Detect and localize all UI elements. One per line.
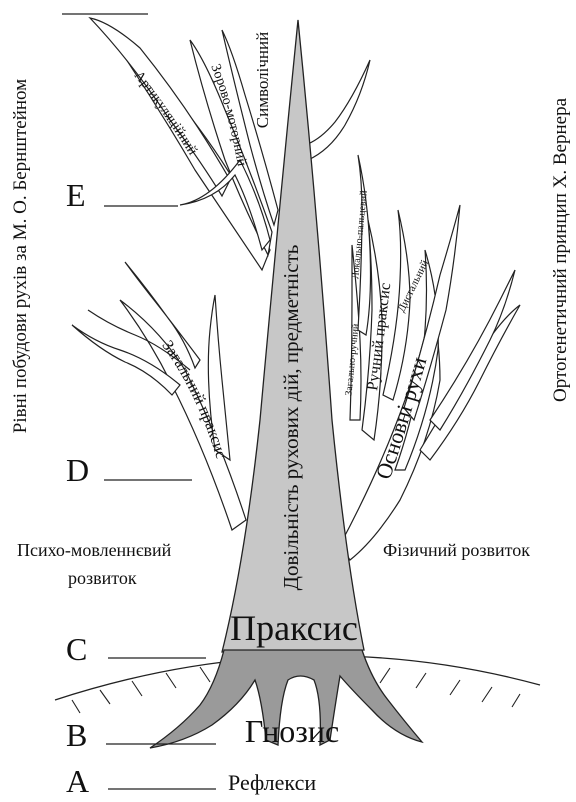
trunk-label-text: Довільність рухових дій, предметність <box>279 245 303 591</box>
reflexes-label: Рефлекси <box>228 770 316 795</box>
psycho-speech-label-line1: Психо-мовленнєвий <box>17 540 172 560</box>
level-E: E <box>66 177 86 213</box>
psycho-speech-label-line2: розвиток <box>68 568 137 588</box>
level-C: C <box>66 631 87 667</box>
level-D: D <box>66 452 89 488</box>
level-B: B <box>66 717 87 753</box>
right-side-label: Ортогенетичний принцип Х. Вернера <box>550 97 571 402</box>
level-A: A <box>66 763 89 799</box>
physical-development-label: Фізичний розвиток <box>383 540 530 560</box>
gnosis-label: Гнозис <box>245 713 339 749</box>
left-side-label: Рівні побудови рухів за М. О. Бернштейно… <box>10 79 31 433</box>
trunk-label: Довільність рухових дій, предметність <box>279 245 303 591</box>
branch-symbolic: Символічний <box>253 32 272 128</box>
praxis-label: Праксис <box>230 608 358 648</box>
